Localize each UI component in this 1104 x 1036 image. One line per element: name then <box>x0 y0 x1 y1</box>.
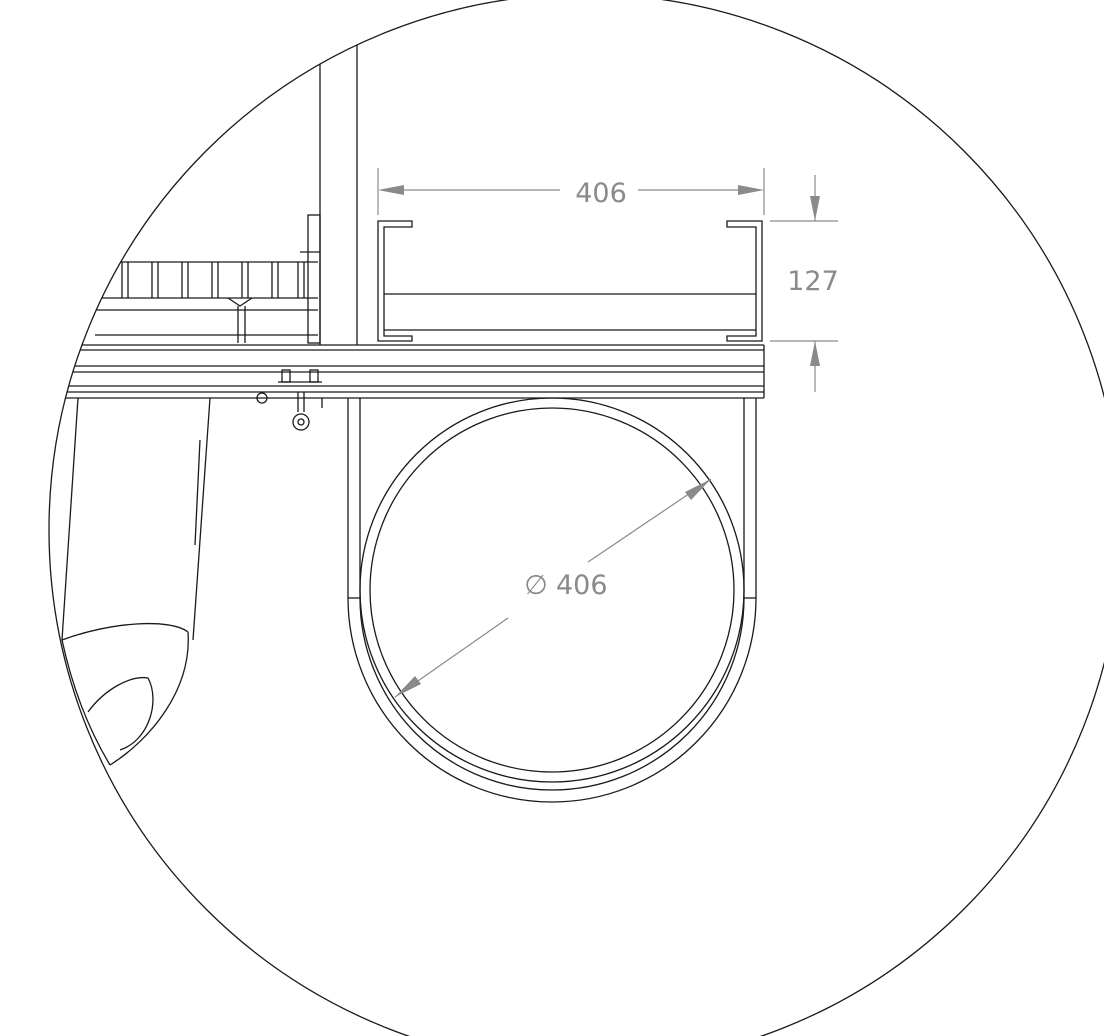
grating-bars <box>95 261 318 299</box>
channel-width-label: 406 <box>575 178 627 209</box>
dimension-channel-height <box>770 175 838 392</box>
dimension-pipe-diameter <box>394 478 712 698</box>
lifting-eye-icon <box>292 413 310 431</box>
pipe-section <box>359 397 745 783</box>
mounting-plate <box>300 214 321 344</box>
channel-height-label: 127 <box>787 266 839 297</box>
grating-support-bracket <box>95 297 318 343</box>
detail-circle-boundary <box>48 0 1104 1036</box>
c-channel-section <box>377 220 763 342</box>
pipe-diameter-label: 406 <box>556 570 608 601</box>
diameter-symbol-icon: ∅ <box>524 570 548 601</box>
dimension-channel-width <box>377 168 765 215</box>
beam-fasteners <box>256 369 323 431</box>
vertical-post <box>319 0 358 345</box>
left-leg-structure <box>61 397 211 766</box>
horizontal-beam <box>49 344 765 399</box>
pipe-hanger-straps <box>347 398 757 803</box>
